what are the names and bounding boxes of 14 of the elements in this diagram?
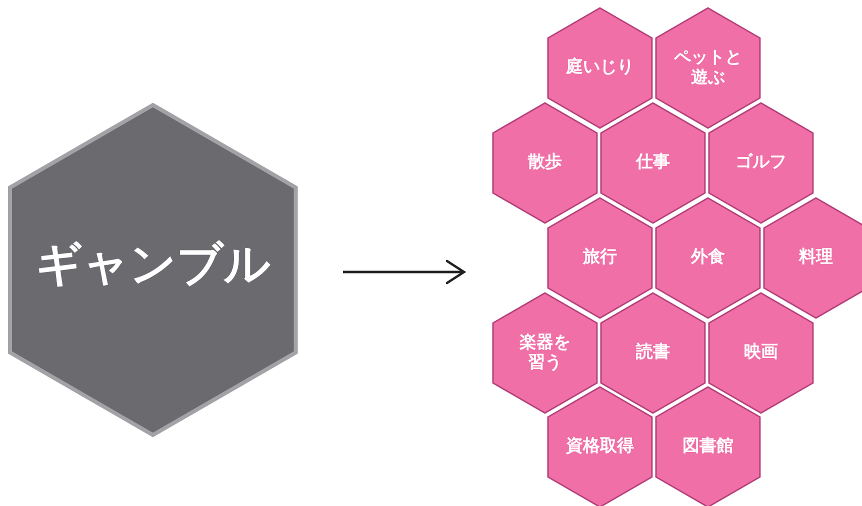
hobby-label: 仕事 (636, 153, 670, 173)
hobby-label: 外食 (690, 248, 725, 268)
hobby-label: ゴルフ (735, 153, 786, 173)
hobby-label: 資格取得 (566, 437, 634, 457)
hobby-label: 旅行 (582, 248, 617, 268)
hobby-label: ペットと遊ぶ (672, 48, 743, 88)
category-label: ギャンブル (35, 238, 270, 290)
hobby-label: 楽器を習う (518, 333, 572, 373)
hobby-label: 庭いじり (566, 58, 634, 78)
hobby-label: 読書 (636, 343, 670, 363)
hobby-label: 映画 (744, 343, 778, 363)
hobby-label: 図書館 (682, 437, 734, 457)
hobby-label: 料理 (798, 248, 833, 268)
hobby-label: 散歩 (528, 153, 562, 173)
